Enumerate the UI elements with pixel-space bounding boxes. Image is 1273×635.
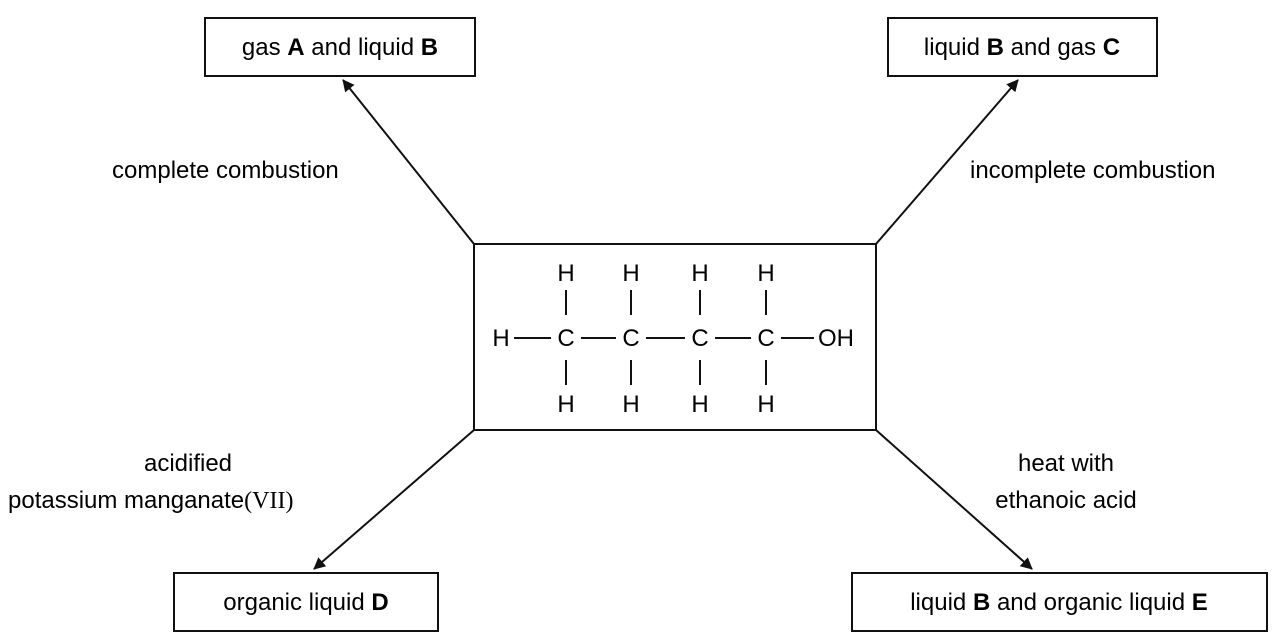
label-ester-line1: heat with [1018, 450, 1114, 477]
arrow-complete-combustion [342, 79, 475, 245]
atom-oh: OH [818, 325, 854, 352]
atom-h-top-1: H [557, 260, 574, 287]
atom-c-1: C [557, 325, 574, 352]
structural-formula: H H H H H C C C C OH H H H H [492, 260, 854, 418]
molecule-box [473, 243, 877, 431]
label-oxidation-line2: potassium manganate(VII) [8, 487, 293, 514]
atom-h-bottom-4: H [757, 391, 774, 418]
arrow-esterification [875, 429, 1033, 570]
box-bottom-left-text: organic liquid D [223, 589, 388, 616]
box-bottom-right-text: liquid B and organic liquid E [910, 589, 1208, 616]
box-top-right-text: liquid B and gas C [924, 34, 1120, 61]
atom-c-2: C [622, 325, 639, 352]
label-oxidation-line1: acidified [144, 450, 232, 477]
box-top-left-text: gas A and liquid B [242, 34, 438, 61]
atom-c-4: C [757, 325, 774, 352]
label-incomplete-combustion: incomplete combustion [970, 157, 1215, 184]
label-complete-combustion: complete combustion [112, 157, 339, 184]
box-bottom-right [851, 572, 1268, 632]
atom-h-top-4: H [757, 260, 774, 287]
atom-h-top-2: H [622, 260, 639, 287]
atom-h-bottom-2: H [622, 391, 639, 418]
atom-h-top-3: H [691, 260, 708, 287]
atom-c-3: C [691, 325, 708, 352]
atom-h-left: H [492, 325, 509, 352]
box-bottom-left [173, 572, 439, 632]
arrow-oxidation [313, 429, 475, 570]
arrow-incomplete-combustion [875, 79, 1019, 245]
atom-h-bottom-1: H [557, 391, 574, 418]
box-top-left [204, 17, 476, 77]
label-ester-line2: ethanoic acid [995, 487, 1136, 514]
box-top-right [887, 17, 1158, 77]
atom-h-bottom-3: H [691, 391, 708, 418]
